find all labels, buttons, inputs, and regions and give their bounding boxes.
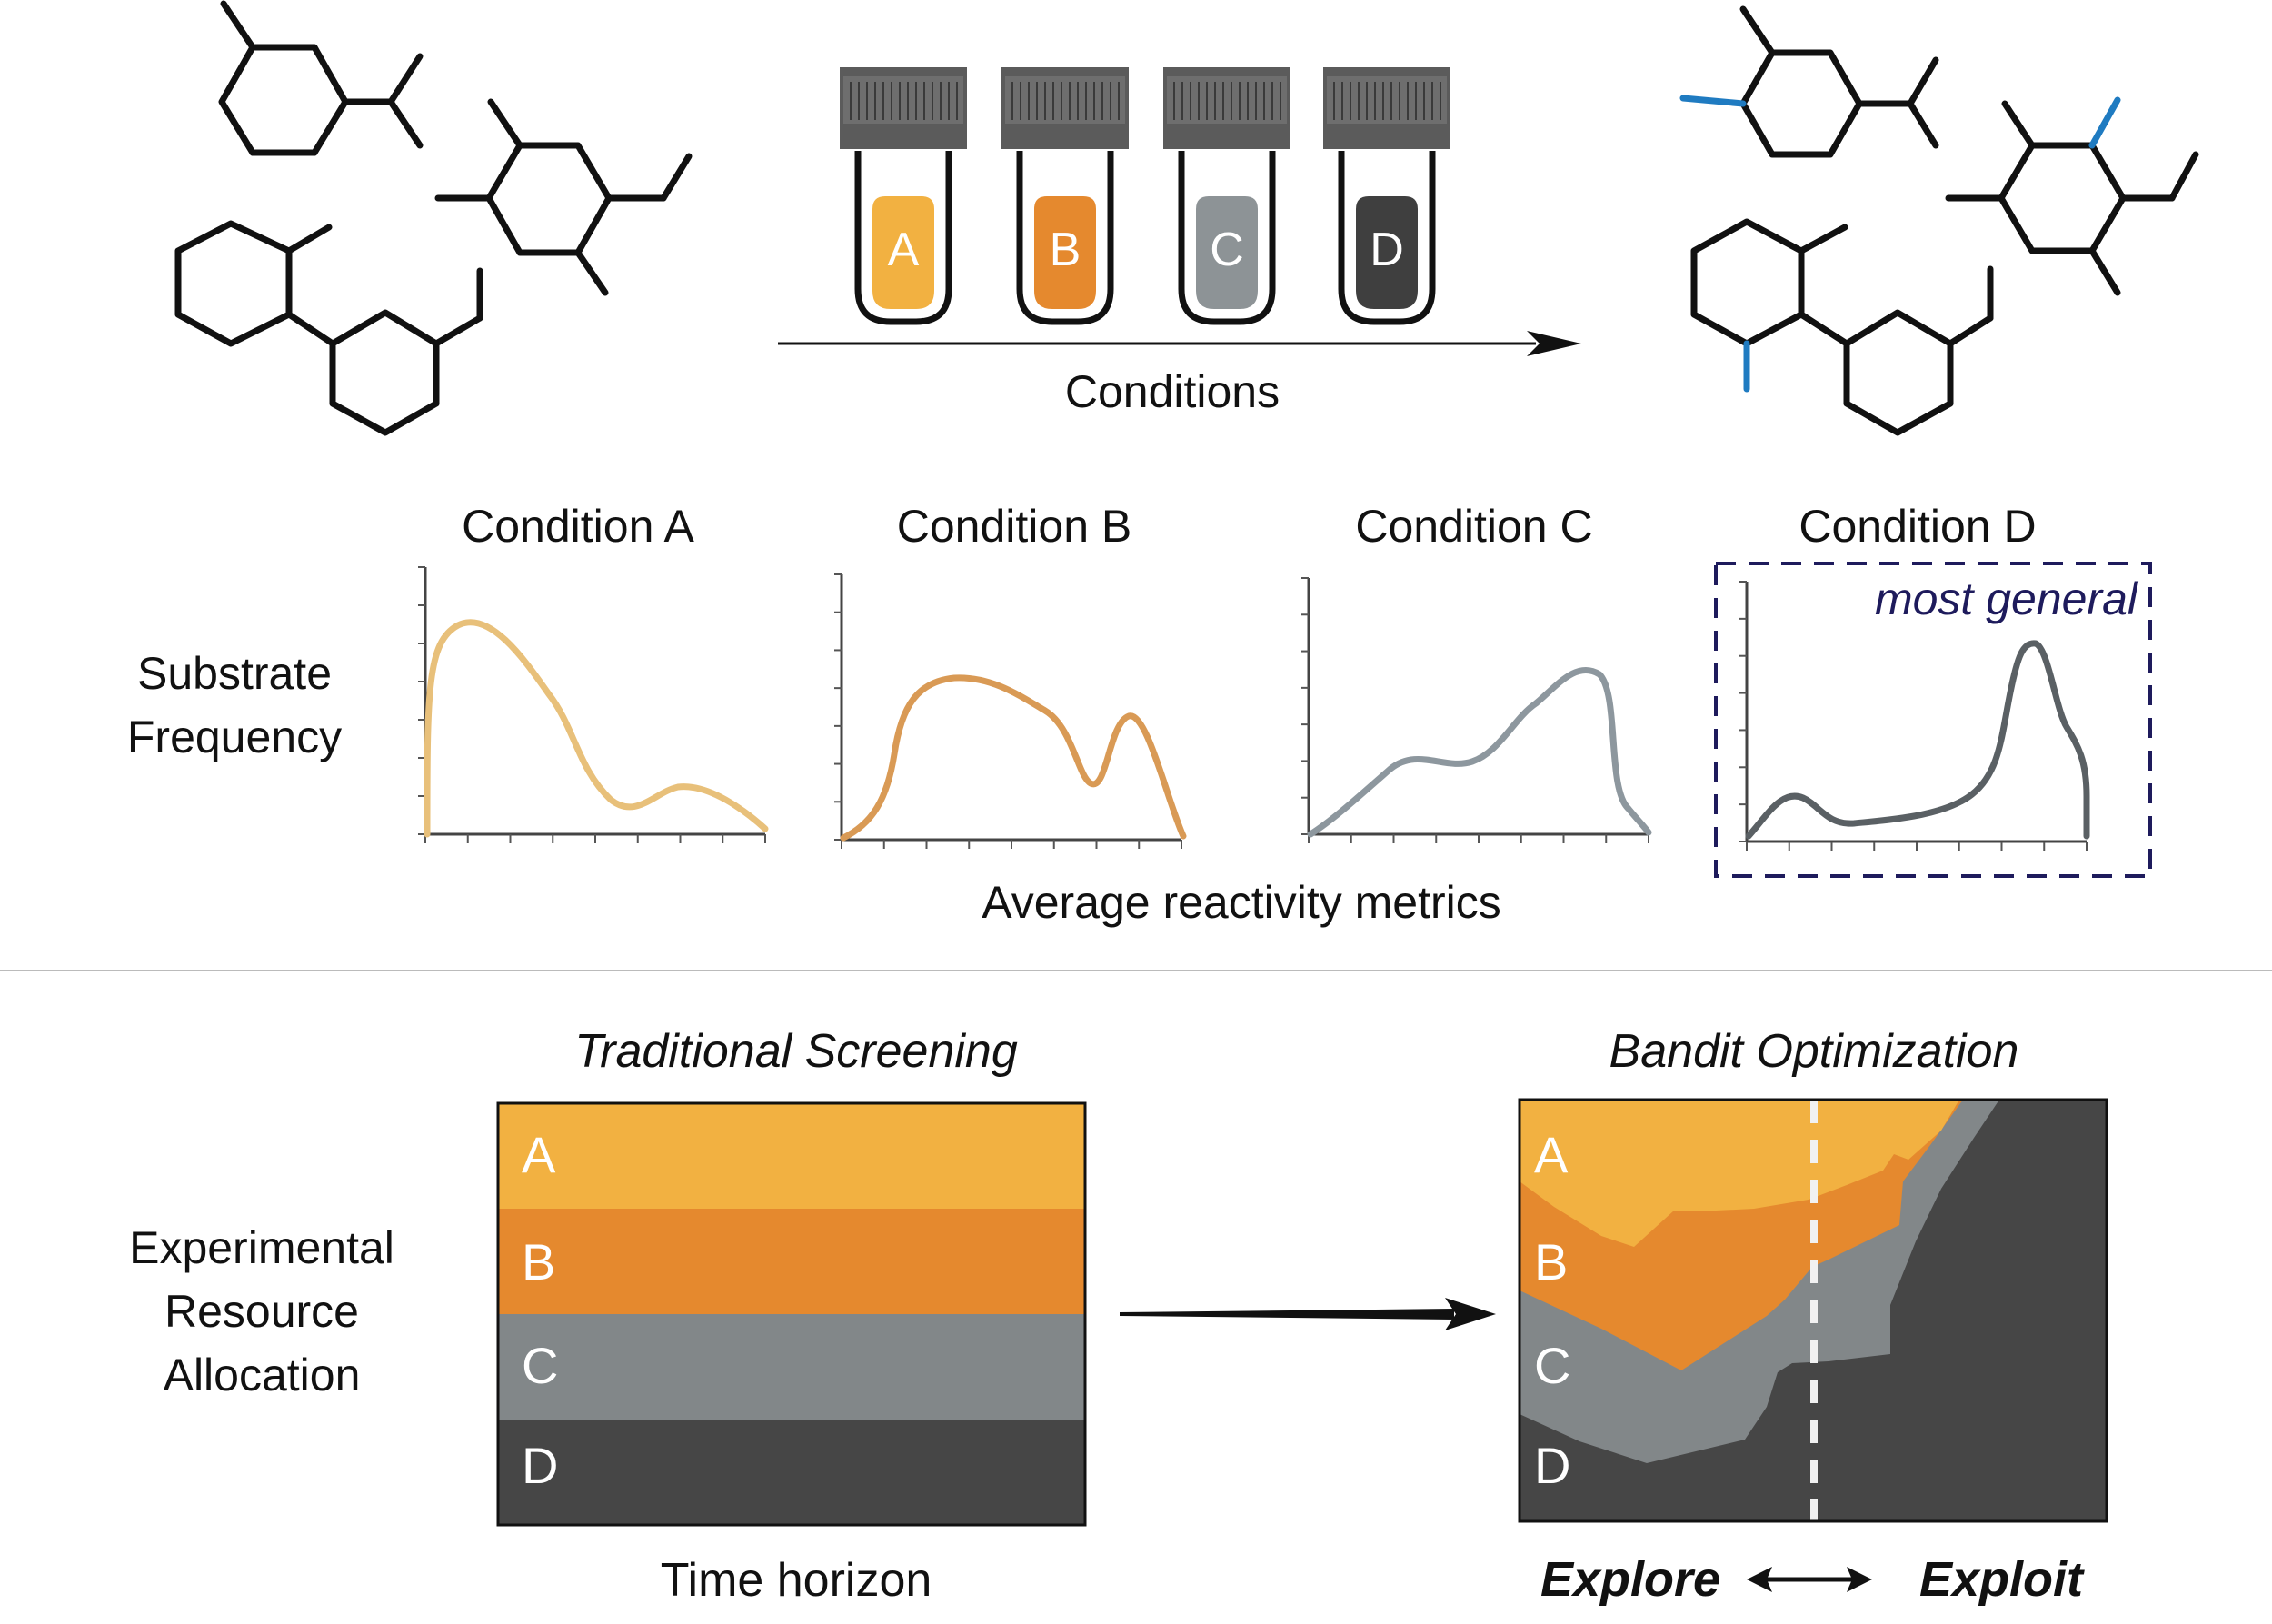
- product-molecule-2: [1945, 100, 2199, 296]
- panel-title: Condition B: [897, 501, 1132, 552]
- bottom-ylabel-line3: Allocation: [164, 1350, 361, 1400]
- distribution-curve: [840, 674, 1187, 842]
- distribution-curve: [424, 619, 769, 838]
- substrate-molecules: [174, 0, 693, 436]
- distribution-panel-b: Condition B: [834, 501, 1187, 849]
- bandit-a-label: A: [1534, 1126, 1569, 1183]
- bandit-d-label: D: [1534, 1437, 1570, 1494]
- tube-liquid: [1034, 196, 1096, 309]
- product-molecule-1: [1739, 5, 1939, 158]
- bandit-allocation-box: A B C D: [1518, 1098, 2108, 1523]
- band-c: [498, 1314, 1085, 1420]
- band-c-label: C: [522, 1337, 558, 1394]
- distribution-curve: [1745, 640, 2090, 840]
- band-b: [498, 1209, 1085, 1314]
- panel-title: Condition C: [1355, 501, 1592, 552]
- bandit-title: Bandit Optimization: [1609, 1025, 2019, 1078]
- tube-liquid: [1356, 196, 1418, 309]
- dist-ylabel-line1: Substrate: [137, 648, 332, 699]
- time-horizon-label: Time horizon: [661, 1554, 932, 1607]
- transition-arrow: [1120, 1298, 1496, 1330]
- tube-label: A: [888, 224, 920, 276]
- panel-title: Condition A: [462, 501, 694, 552]
- band-a-label: A: [522, 1126, 556, 1183]
- molecule-2: [434, 98, 693, 296]
- distribution-panel-a: Condition A: [418, 501, 769, 843]
- bandit-b-label: B: [1534, 1233, 1568, 1290]
- tube-label: C: [1210, 224, 1244, 276]
- tube-label: D: [1370, 224, 1404, 276]
- molecule-1: [218, 0, 424, 156]
- panel-axes: [418, 566, 766, 843]
- product-1-new-bond: [1679, 95, 1747, 107]
- panel-title: Condition D: [1799, 501, 2036, 552]
- bottom-ylabel-line1: Experimental: [129, 1222, 394, 1273]
- traditional-title: Traditional Screening: [574, 1025, 1018, 1078]
- traditional-allocation-box: A B C D: [496, 1101, 1087, 1527]
- tube-liquid: [872, 196, 934, 309]
- product-2-new-bond: [2088, 96, 2121, 149]
- bandit-c-label: C: [1534, 1337, 1570, 1394]
- tube-d: D: [1323, 67, 1450, 325]
- tube-a: A: [840, 67, 967, 325]
- distribution-panels: Condition A Condition B Condition C Conditi…: [418, 501, 2090, 851]
- conditions-label: Conditions: [1065, 366, 1280, 417]
- conditions-arrow: [778, 331, 1581, 356]
- product-molecule-3: [1690, 218, 1994, 436]
- most-general-label: most general: [1875, 573, 2139, 624]
- band-d-label: D: [522, 1437, 558, 1494]
- panel-axes: [834, 573, 1182, 849]
- explore-label: Explore: [1540, 1552, 1720, 1607]
- molecule-3: [174, 220, 483, 436]
- most-general-box: [1714, 562, 2152, 878]
- panel-axes: [1301, 577, 1649, 843]
- tube-b: B: [1001, 67, 1129, 325]
- band-d: [498, 1420, 1085, 1525]
- distribution-curve: [1307, 666, 1652, 838]
- tube-liquid: [1196, 196, 1258, 309]
- dist-xlabel: Average reactivity metrics: [982, 877, 1500, 928]
- double-arrow-icon: [1747, 1567, 1872, 1592]
- band-b-label: B: [522, 1233, 555, 1290]
- panel-axes: [1739, 581, 2088, 851]
- tube-label: B: [1050, 224, 1081, 276]
- band-a: [498, 1103, 1085, 1209]
- reaction-tubes: A B C D: [840, 67, 1450, 325]
- exploit-label: Exploit: [1919, 1552, 2085, 1607]
- bottom-ylabel-line2: Resource: [164, 1286, 359, 1337]
- bandit-area-a: [1520, 1100, 1959, 1247]
- distribution-panel-c: Condition C: [1301, 501, 1652, 843]
- product-molecules: [1679, 5, 2199, 436]
- distribution-panel-d: Condition D: [1739, 501, 2090, 851]
- dist-ylabel-line2: Frequency: [127, 712, 342, 762]
- tube-c: C: [1163, 67, 1290, 325]
